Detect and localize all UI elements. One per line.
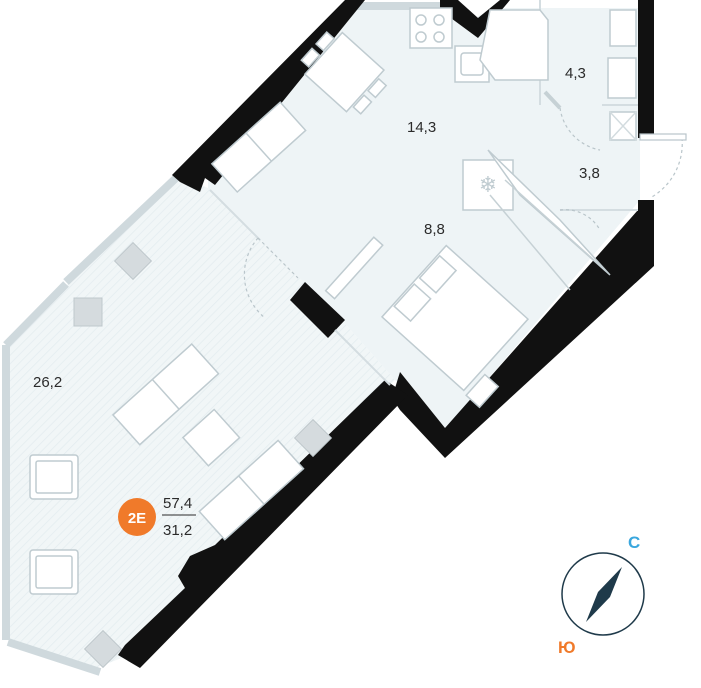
door-entrance bbox=[640, 137, 683, 199]
compass: С Ю bbox=[558, 533, 645, 657]
doors bbox=[243, 90, 687, 319]
wall-right-lower bbox=[392, 200, 654, 458]
room-area-toilet: 3,8 bbox=[579, 165, 600, 182]
room-area-kitchen: 14,3 bbox=[407, 119, 436, 136]
sink-bath-icon bbox=[607, 57, 637, 99]
room-area-living: 26,2 bbox=[33, 374, 62, 391]
window-living-corner bbox=[3, 281, 69, 348]
stove-icon bbox=[409, 7, 453, 49]
shoe-rack-icon bbox=[324, 236, 384, 300]
wall-right-upper bbox=[638, 0, 654, 138]
columns bbox=[73, 241, 333, 669]
wall-living-lower bbox=[118, 380, 408, 668]
column-3 bbox=[293, 418, 333, 458]
window-living-diagonal bbox=[63, 175, 179, 285]
snowflake-icon: ❄ bbox=[479, 172, 497, 197]
column-2 bbox=[73, 297, 103, 327]
wardrobe-icon bbox=[487, 149, 611, 276]
windows bbox=[2, 2, 455, 676]
dining-table bbox=[303, 31, 386, 113]
toilet-icon bbox=[609, 9, 637, 47]
door-bathroom bbox=[559, 107, 601, 151]
furniture: ❄ bbox=[29, 7, 637, 595]
living-area: 31,2 bbox=[163, 522, 192, 539]
walls bbox=[118, 0, 654, 668]
badge-circle bbox=[118, 498, 156, 536]
door-living bbox=[243, 237, 299, 319]
window-bottom bbox=[6, 638, 102, 676]
total-area: 57,4 bbox=[163, 495, 192, 512]
apartment-badge: 2E bbox=[118, 498, 156, 536]
apartment-code: 2E bbox=[128, 510, 146, 527]
floor-kitchen-hall bbox=[208, 8, 640, 430]
bed-icon bbox=[380, 244, 530, 392]
coffee-table bbox=[181, 408, 241, 467]
room-area-hallway: 8,8 bbox=[424, 221, 445, 238]
bathtub-icon bbox=[479, 9, 549, 81]
compass-south: Ю bbox=[558, 638, 576, 657]
wall-interior bbox=[290, 282, 345, 338]
wall-kitchen-outer bbox=[172, 0, 365, 192]
room-area-bathroom: 4,3 bbox=[565, 65, 586, 82]
column-4 bbox=[83, 629, 123, 669]
door-toilet bbox=[559, 209, 601, 231]
column-1 bbox=[113, 241, 153, 281]
compass-north: С bbox=[628, 533, 640, 552]
compass-needle-icon bbox=[586, 567, 622, 622]
